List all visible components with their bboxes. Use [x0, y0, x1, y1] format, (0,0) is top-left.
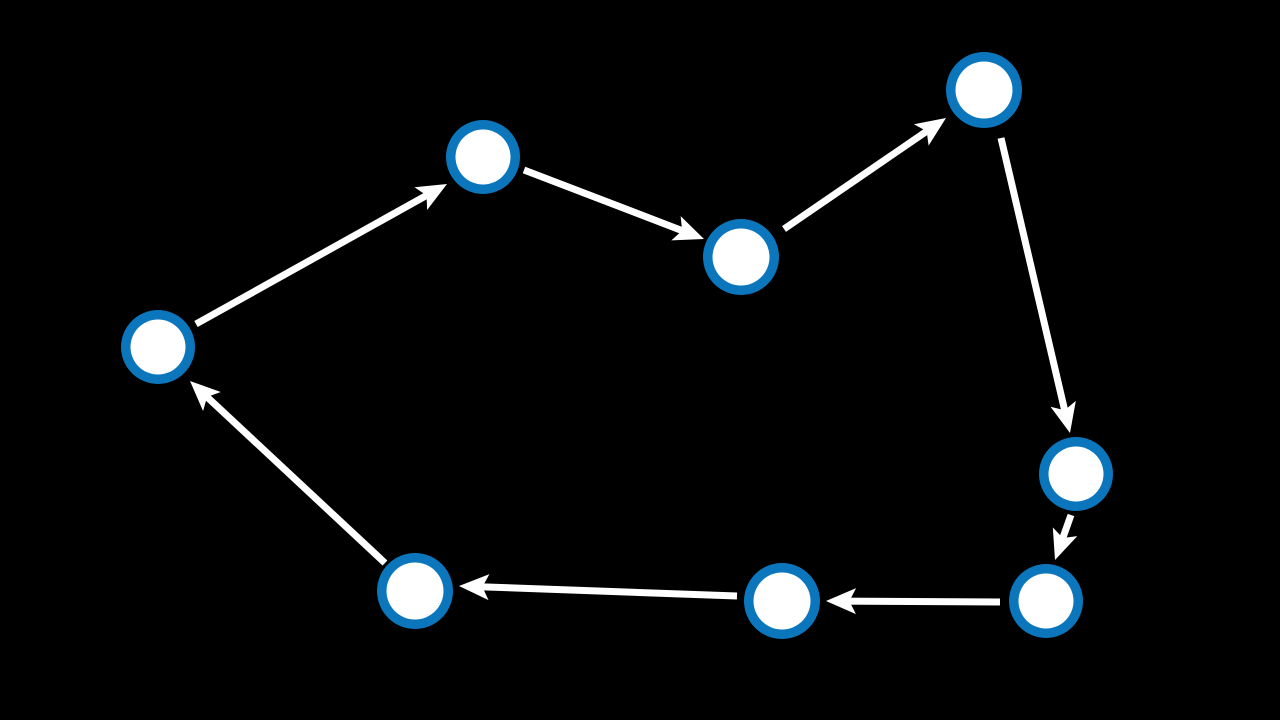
graph-edge — [782, 118, 946, 232]
node-body — [386, 562, 444, 620]
graph-node[interactable] — [1039, 437, 1113, 511]
node-body — [753, 572, 811, 630]
edge-shaft — [782, 124, 935, 232]
edge-arrowhead — [459, 574, 490, 601]
edge-shaft — [842, 597, 1001, 606]
edge-arrowhead — [671, 216, 704, 241]
edge-arrowhead — [1050, 400, 1076, 433]
edges-layer — [190, 118, 1078, 615]
node-body — [712, 228, 770, 286]
edge-arrowhead — [190, 381, 221, 411]
edge-arrowhead — [826, 588, 857, 615]
nodes-layer — [121, 52, 1113, 639]
graph-node[interactable] — [446, 120, 520, 194]
graph-node[interactable] — [121, 310, 195, 384]
edge-shaft — [194, 188, 435, 328]
graph-edge — [997, 137, 1076, 433]
graph-node[interactable] — [1009, 564, 1083, 638]
edge-arrowhead — [913, 118, 946, 146]
graph-node[interactable] — [377, 553, 453, 629]
node-body — [955, 61, 1013, 119]
graph-edge — [459, 574, 738, 601]
graph-edge — [190, 381, 388, 566]
graph-node[interactable] — [946, 52, 1022, 128]
node-body — [455, 129, 511, 185]
edge-shaft — [997, 137, 1070, 418]
node-body — [130, 319, 186, 375]
edge-shaft — [522, 166, 690, 237]
node-body — [1018, 573, 1074, 629]
graph-edge — [1052, 513, 1078, 560]
node-body — [1048, 446, 1104, 502]
graph-node[interactable] — [703, 219, 779, 295]
graph-edge — [522, 166, 704, 241]
edge-arrowhead — [414, 184, 447, 210]
edge-shaft — [475, 583, 738, 600]
graph-node[interactable] — [744, 563, 820, 639]
graph-edge — [194, 184, 447, 328]
graph-edge — [826, 588, 1001, 615]
edge-shaft — [199, 389, 388, 566]
edge-arrowhead — [1052, 527, 1078, 560]
